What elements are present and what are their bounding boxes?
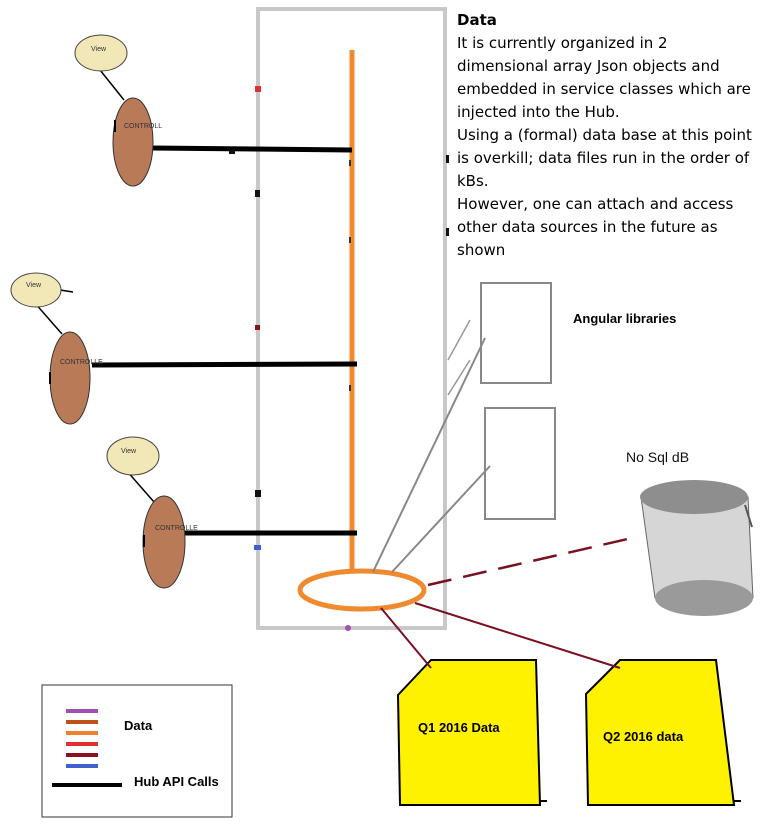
api-marker — [229, 150, 235, 154]
controller-label: CONTROLL — [124, 123, 162, 130]
cylinder-bottom — [655, 580, 753, 616]
data-file-q1[interactable] — [396, 659, 542, 806]
hub-api-call-1 — [150, 145, 353, 153]
library-stub — [447, 359, 471, 396]
hub-marker — [254, 545, 261, 550]
nosql-link — [427, 536, 633, 587]
cylinder-top — [640, 480, 748, 514]
controller-node[interactable] — [142, 495, 186, 589]
description-panel: Data It is currently organized in 2 dime… — [457, 9, 757, 262]
hub-container — [256, 7, 447, 630]
controller-label: CONTROLLE — [155, 525, 198, 532]
legend-box — [41, 684, 233, 818]
description-title: Data — [457, 11, 497, 29]
controller-node[interactable] — [49, 331, 91, 425]
view-node[interactable] — [74, 34, 128, 72]
data-ring — [297, 568, 427, 612]
controller-node[interactable] — [112, 97, 154, 187]
description-line-3: However, one can attach and access other… — [457, 195, 734, 259]
view-node[interactable] — [10, 272, 62, 308]
nosql-database[interactable] — [640, 480, 754, 616]
library-stub — [447, 319, 471, 361]
nosql-label: No Sql dB — [626, 449, 689, 465]
hub-api-call-2 — [91, 361, 358, 368]
legend: Data Hub API Calls — [41, 684, 233, 818]
view-label: View — [26, 282, 42, 289]
description-line-2: Using a (formal) data base at this point… — [457, 126, 752, 190]
hub-marker — [345, 625, 351, 631]
view-node[interactable] — [106, 436, 160, 476]
angular-libraries-label: Angular libraries — [573, 311, 676, 326]
hub-marker — [446, 228, 449, 236]
hub-marker — [255, 190, 260, 197]
angular-library-box-1[interactable] — [480, 282, 552, 384]
client-2: View CONTROLLE — [10, 272, 103, 425]
hub-marker — [255, 86, 261, 92]
view-label: View — [121, 448, 137, 455]
hub-marker — [255, 490, 261, 497]
file-link-q2 — [414, 602, 621, 669]
legend-data-label: Data — [124, 718, 153, 733]
file-link-q1 — [380, 607, 432, 669]
library-link-1 — [372, 337, 486, 573]
client-3: View CONTROLLE — [106, 436, 198, 589]
client-1: View CONTROLL — [74, 34, 162, 187]
data-file-q2-label: Q2 2016 data — [603, 729, 684, 744]
hub-marker — [255, 325, 260, 330]
controller-label: CONTROLLE — [60, 359, 103, 366]
library-link-2 — [391, 465, 491, 573]
view-stub — [59, 289, 74, 293]
data-file-q1-label: Q1 2016 Data — [418, 720, 500, 735]
legend-api-label: Hub API Calls — [134, 774, 219, 789]
description-line-1: It is currently organized in 2 dimension… — [457, 34, 751, 121]
angular-library-box-2[interactable] — [484, 407, 556, 520]
view-label: View — [91, 46, 107, 53]
hub-marker — [446, 155, 449, 163]
cylinder-edge — [744, 504, 753, 528]
